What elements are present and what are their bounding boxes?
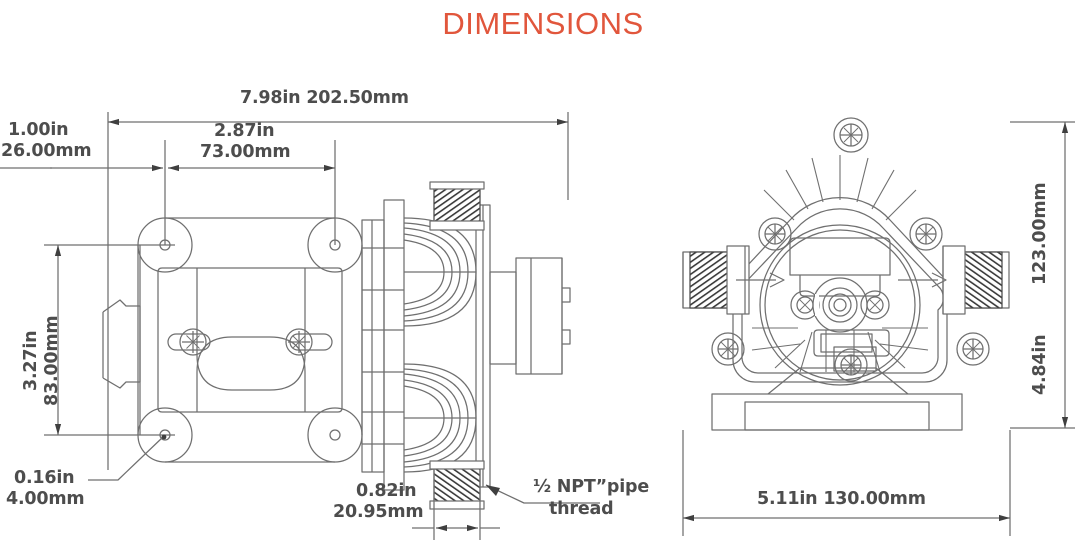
diaphragm-chamber-lower: [403, 363, 477, 473]
label-plate: [813, 329, 890, 357]
mount-pad-bottom-right: [307, 407, 363, 463]
label-hole-spacing-line2: 73.00mm: [200, 142, 291, 162]
label-body-width: 5.11in 130.00mm: [757, 489, 926, 509]
motor-hub: [812, 277, 868, 333]
label-npt-thread-line2: thread: [549, 499, 614, 519]
screw-left: [167, 328, 211, 356]
inlet-port-left: [682, 245, 785, 315]
label-body-height-in: 4.84in: [1030, 334, 1050, 395]
hub-boss-right: [860, 290, 890, 320]
pump-body-plate: [361, 219, 385, 473]
mounting-hole-top-right: [329, 239, 341, 251]
label-port-width-line1: 0.82in: [356, 481, 417, 501]
flow-arrow-inlet: [736, 272, 785, 288]
label-bracket-offset-line1: 1.00in: [8, 120, 69, 140]
hub-boss-left: [790, 290, 820, 320]
motor-end-cap: [102, 245, 141, 435]
side-view-drawing: [0, 112, 600, 540]
housing-screws: [711, 117, 990, 382]
mounting-hole-bottom-left: [159, 429, 171, 441]
threaded-port-top: [429, 181, 485, 231]
label-body-height-mm: 123.00mm: [1030, 182, 1050, 285]
label-hole-spacing-line1: 2.87in: [214, 121, 275, 141]
motor-face: [759, 224, 921, 386]
label-bracket-height-line1: 3.27in: [21, 330, 41, 391]
screw-right: [285, 328, 333, 356]
label-overall-length: 7.98in 202.50mm: [240, 88, 409, 108]
flow-arrow-outlet: [898, 272, 947, 288]
screw-lower-right: [956, 332, 990, 366]
screw-lower-left: [711, 332, 745, 366]
threaded-port-bottom: [429, 460, 485, 510]
bracket-inner-plate: [157, 267, 343, 413]
outlet-boss: [489, 257, 571, 375]
screw-upper-left: [758, 217, 792, 251]
bracket-screws: [167, 328, 333, 356]
housing-fins: [751, 155, 929, 373]
diaphragm-chamber-upper: [403, 217, 477, 327]
screw-upper-right: [909, 217, 943, 251]
screw-bottom: [834, 348, 868, 382]
page-title: DIMENSIONS: [442, 6, 644, 41]
outlet-port-right: [898, 245, 1010, 315]
label-port-width-line2: 20.95mm: [333, 502, 424, 522]
front-view-drawing: [682, 117, 1075, 536]
leader-hole-diameter: [88, 436, 164, 481]
mounting-hole-top-left: [159, 239, 171, 251]
label-hole-diameter-line1: 0.16in: [14, 468, 75, 488]
mounting-bracket: [137, 217, 363, 463]
label-bracket-offset-line2: 26.00mm: [1, 141, 92, 161]
screw-top: [833, 117, 869, 153]
bracket-cutout-upper: [196, 268, 306, 391]
label-bracket-height-line2: 83.00mm: [42, 315, 62, 406]
pump-head-side: [361, 181, 571, 510]
mounting-hole-bottom-right: [329, 429, 341, 441]
bracket-cutout-lower: [196, 336, 306, 412]
pump-base: [711, 346, 963, 431]
label-npt-thread-line1: ½ NPT”pipe: [533, 477, 650, 497]
label-hole-diameter-line2: 4.00mm: [6, 489, 85, 509]
leader-npt-thread: [485, 484, 600, 504]
